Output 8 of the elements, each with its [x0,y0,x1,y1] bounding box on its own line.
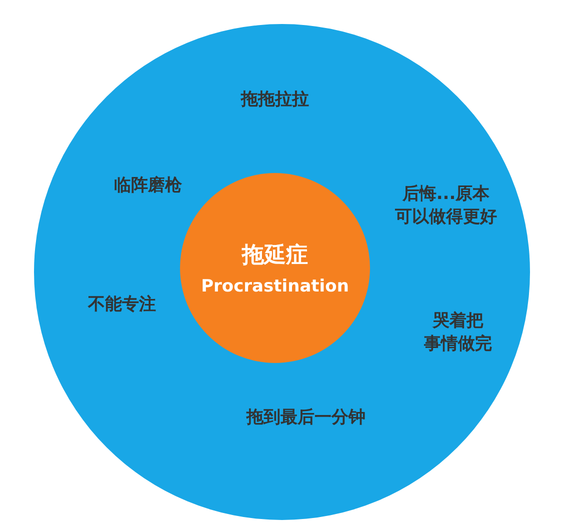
title-text: 拖延症 [242,242,308,270]
label-text: 哭着把事情做完 [424,310,492,356]
label-text: 拖拖拉拉 [241,88,309,112]
label-text: 后悔...原本可以做得更好 [395,183,497,229]
label-text: 临阵磨枪 [114,174,182,198]
label-text: 拖到最后一分钟 [246,406,366,430]
label-text: Procrastination [201,276,349,298]
label-text: 不能专注 [88,294,156,316]
